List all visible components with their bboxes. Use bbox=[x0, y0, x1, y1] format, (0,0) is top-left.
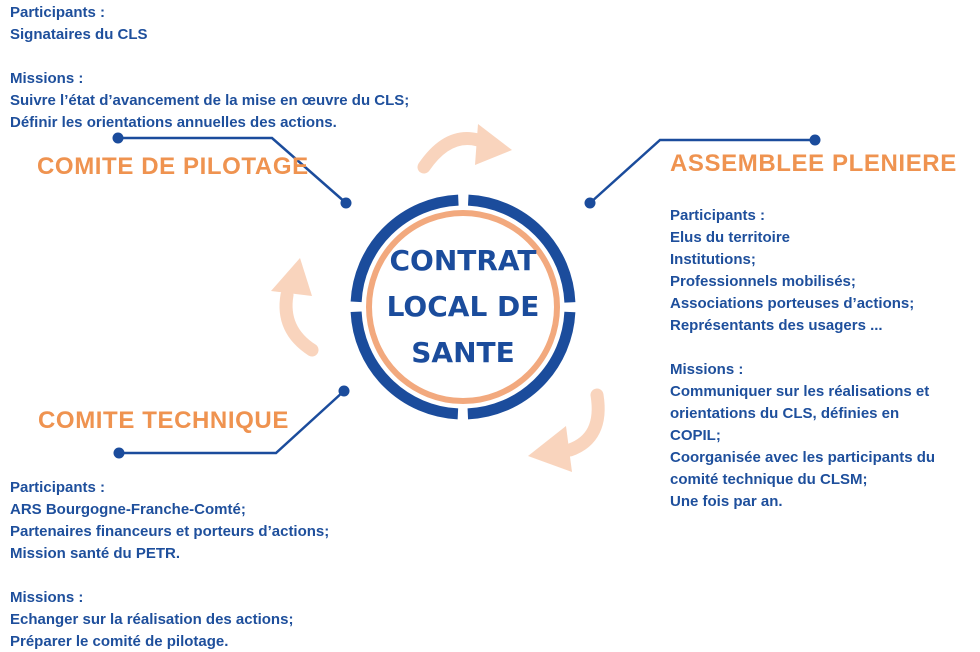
cycle-arrow-top-icon bbox=[417, 124, 512, 174]
cycle-arrow-top-head bbox=[475, 124, 512, 165]
comite-pilotage-participants-label: Participants : bbox=[10, 4, 106, 21]
connector-comite-pilotage-dot-inner bbox=[340, 197, 352, 209]
cycle-arrow-bottom-right-head bbox=[528, 426, 572, 472]
cycle-arrow-left-tail bbox=[279, 288, 319, 357]
comite-pilotage-missions-label: Missions : bbox=[10, 70, 84, 87]
connector-assemblee-pleniere-dot-outer bbox=[809, 134, 821, 146]
assemblee-pleniere-participants-list: Elus du territoire Institutions; Profess… bbox=[670, 229, 915, 334]
cycle-arrow-left-head bbox=[271, 258, 312, 296]
assemblee-pleniere-missions: Missions : Communiquer sur les réalisati… bbox=[670, 359, 975, 513]
connector-comite-technique-dot-inner bbox=[338, 385, 350, 397]
connector-comite-technique-dot-outer bbox=[113, 447, 125, 459]
assemblee-pleniere-participants: Participants : Elus du territoire Instit… bbox=[670, 205, 975, 337]
comite-pilotage-missions-list: Suivre l’état d’avancement de la mise en… bbox=[10, 92, 410, 131]
comite-technique-missions-list: Echanger sur la réalisation des actions;… bbox=[10, 611, 294, 650]
comite-technique-textblock: Participants : ARS Bourgogne-Franche-Com… bbox=[10, 477, 430, 652]
connector-comite-pilotage-dot-outer bbox=[112, 132, 124, 144]
comite-pilotage-missions: Missions : Suivre l’état d’avancement de… bbox=[10, 68, 470, 134]
comite-pilotage-participants: Participants : Signataires du CLS bbox=[10, 2, 470, 46]
heading-comite-de-pilotage: COMITE DE PILOTAGE bbox=[37, 153, 309, 180]
assemblee-pleniere-missions-label: Missions : bbox=[670, 361, 744, 378]
heading-assemblee-pleniere: ASSEMBLEE PLENIERE bbox=[670, 150, 957, 177]
heading-comite-technique: COMITE TECHNIQUE bbox=[38, 407, 289, 434]
connector-comite-technique-line bbox=[119, 390, 345, 455]
connector-comite-pilotage-line bbox=[118, 136, 347, 204]
cycle-arrow-left-icon bbox=[271, 258, 319, 357]
center-title: CONTRAT LOCAL DE SANTE bbox=[386, 244, 540, 369]
connector-assemblee-pleniere-line bbox=[589, 138, 815, 204]
cycle-arrow-bottom-right-tail bbox=[563, 388, 605, 457]
comite-pilotage-textblock: Participants : Signataires du CLS Missio… bbox=[10, 2, 470, 134]
cycle-arrow-top-tail bbox=[417, 132, 485, 174]
connector-comite-technique bbox=[113, 385, 350, 459]
connector-assemblee-pleniere bbox=[584, 134, 821, 209]
comite-technique-missions-label: Missions : bbox=[10, 589, 84, 606]
assemblee-pleniere-participants-label: Participants : bbox=[670, 207, 766, 224]
assemblee-pleniere-missions-list: Communiquer sur les réalisations et orie… bbox=[670, 383, 936, 510]
comite-technique-participants-label: Participants : bbox=[10, 479, 106, 496]
connector-comite-pilotage bbox=[112, 132, 352, 209]
cycle-arrow-bottom-right-icon bbox=[528, 388, 605, 472]
connector-assemblee-pleniere-dot-inner bbox=[584, 197, 596, 209]
assemblee-pleniere-textblock: Participants : Elus du territoire Instit… bbox=[670, 205, 975, 513]
comite-technique-participants: Participants : ARS Bourgogne-Franche-Com… bbox=[10, 477, 430, 565]
comite-technique-participants-list: ARS Bourgogne-Franche-Comté; Partenaires… bbox=[10, 501, 330, 562]
comite-pilotage-participants-list: Signataires du CLS bbox=[10, 26, 148, 43]
center-ring-orange bbox=[366, 210, 560, 404]
comite-technique-missions: Missions : Echanger sur la réalisation d… bbox=[10, 587, 430, 652]
